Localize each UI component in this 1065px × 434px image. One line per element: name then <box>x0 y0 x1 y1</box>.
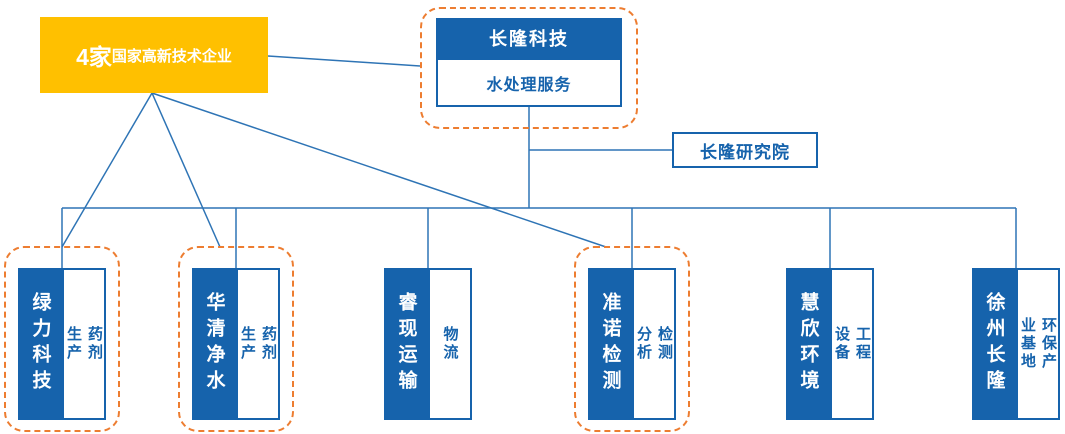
unit1-name: 绿力科技 <box>29 292 51 396</box>
parent-service-box: 水处理服务 <box>436 58 622 107</box>
unit2-name-box: 华清净水 <box>192 268 236 420</box>
unit3-name: 睿现运输 <box>395 292 417 396</box>
unit2-tag: 药剂 生产 <box>239 326 277 362</box>
link-title-to-unit2 <box>151 92 221 248</box>
link-title-to-unit4 <box>151 92 607 248</box>
unit5-tag: 工程 设备 <box>833 326 871 362</box>
link-title-to-unit1 <box>61 92 153 248</box>
unit2-name: 华清净水 <box>203 292 225 396</box>
hightech-count-number: 4家 <box>76 44 112 70</box>
unit4-tag-box: 检测 分析 <box>632 268 676 420</box>
link-title-to-parent <box>267 55 421 67</box>
unit1-tag-box: 药剂 生产 <box>62 268 106 420</box>
unit6-name: 徐州长隆 <box>983 292 1005 396</box>
unit6-name-box: 徐州长隆 <box>972 268 1016 420</box>
unit2-tag-box: 药剂 生产 <box>236 268 280 420</box>
unit3-tag: 物流 <box>441 326 459 362</box>
unit4-name-box: 准诺检测 <box>588 268 632 420</box>
unit3-tag-box: 物流 <box>428 268 472 420</box>
unit3-name-box: 睿现运输 <box>384 268 428 420</box>
hightech-count-text: 国家高新技术企业 <box>111 47 232 65</box>
unit1-name-box: 绿力科技 <box>18 268 62 420</box>
unit5-tag-box: 工程 设备 <box>830 268 874 420</box>
unit5-name: 慧欣环境 <box>797 292 819 396</box>
unit6-tag: 环保产 业基地 <box>1019 317 1057 371</box>
unit4-tag: 检测 分析 <box>635 326 673 362</box>
research-institute-box: 长隆研究院 <box>672 132 818 168</box>
unit1-tag: 药剂 生产 <box>65 326 103 362</box>
unit4-name: 准诺检测 <box>599 292 621 396</box>
parent-company-box: 长隆科技 <box>436 18 622 58</box>
unit6-tag-box: 环保产 业基地 <box>1016 268 1060 420</box>
unit5-name-box: 慧欣环境 <box>786 268 830 420</box>
hightech-count-label: 4家国家高新技术企业 <box>40 17 268 93</box>
